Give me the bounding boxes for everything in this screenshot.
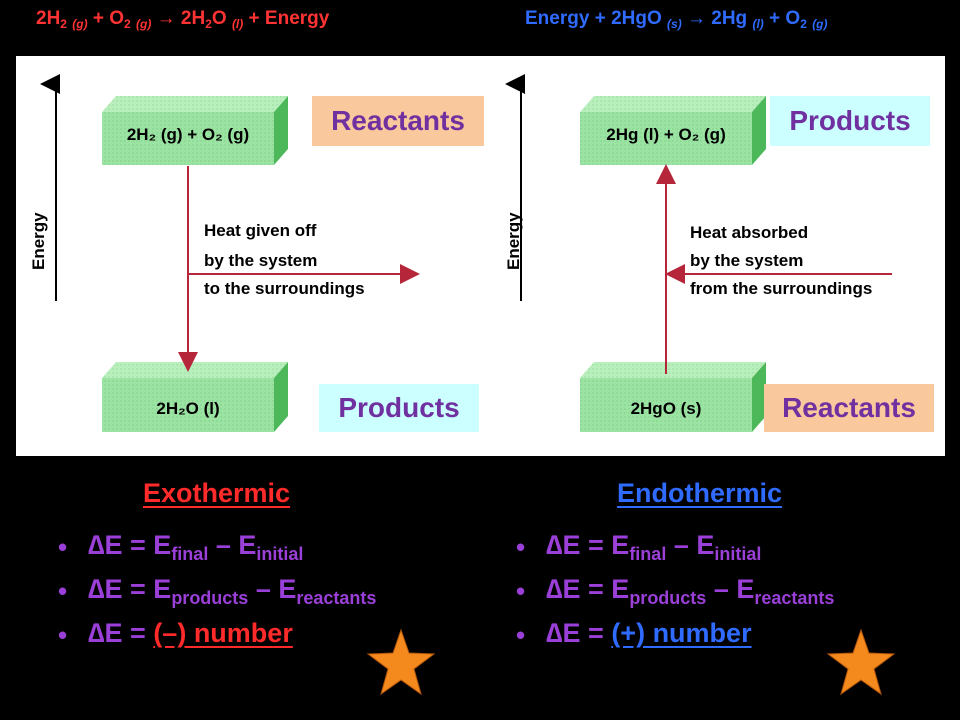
list-item: •∆E = Eproducts – Ereactants: [516, 574, 835, 608]
right-heat-text: Heat absorbed by the system from the sur…: [690, 223, 872, 298]
list-item: •∆E = (–) number: [58, 618, 293, 650]
left-bottom-box: 2H₂O (l): [102, 362, 288, 432]
list-item: •∆E = Efinal – Einitial: [58, 530, 304, 564]
bullet-marker: •: [58, 620, 68, 650]
positive-number-label: (+) number: [611, 618, 752, 648]
bullet-marker: •: [58, 532, 68, 562]
list-item: •∆E = (+) number: [516, 618, 752, 650]
bullet-marker: •: [516, 620, 526, 650]
exothermic-bullet-list: •∆E = Efinal – Einitial •∆E = Eproducts …: [58, 530, 376, 662]
energy-diagram-svg: Energy 2H₂ (g) + O₂ (g) 2H₂O (l) Heat gi…: [29, 74, 892, 432]
svg-text:2H₂ (g) + O₂ (g): 2H₂ (g) + O₂ (g): [127, 125, 249, 144]
svg-text:2HgO (s): 2HgO (s): [631, 399, 702, 418]
energy-diagram: Energy 2H₂ (g) + O₂ (g) 2H₂O (l) Heat gi…: [16, 56, 945, 456]
endothermic-title: Endothermic: [617, 478, 783, 508]
right-top-box: 2Hg (l) + O₂ (g): [580, 96, 766, 165]
bullet-marker: •: [58, 576, 68, 606]
right-bottom-box: 2HgO (s): [580, 362, 766, 432]
list-item: •∆E = Eproducts – Ereactants: [58, 574, 377, 608]
exothermic-title: Exothermic: [143, 478, 291, 508]
right-reactants-tag: Reactants: [764, 384, 934, 432]
bullet-marker: •: [516, 532, 526, 562]
left-reactants-tag: Reactants: [312, 96, 484, 146]
exothermic-equation: 2H2 (g) + O2 (g) → 2H2O (l) + Energy: [36, 8, 330, 31]
endothermic-equation: Energy + 2HgO (s) → 2Hg (l) + O2 (g): [525, 8, 828, 31]
star-icon: [366, 628, 436, 696]
endothermic-bullet-list: •∆E = Efinal – Einitial •∆E = Eproducts …: [516, 530, 834, 662]
svg-text:2H₂O (l): 2H₂O (l): [156, 399, 219, 418]
negative-number-label: (–) number: [153, 618, 293, 648]
left-top-box: 2H₂ (g) + O₂ (g): [102, 96, 288, 165]
svg-text:2Hg (l) + O₂ (g): 2Hg (l) + O₂ (g): [606, 125, 725, 144]
star-icon: [826, 628, 896, 696]
left-axis-label: Energy: [29, 212, 48, 270]
left-heat-text: Heat given off by the system to the surr…: [204, 221, 365, 298]
list-item: •∆E = Efinal – Einitial: [516, 530, 762, 564]
left-products-tag: Products: [319, 384, 479, 432]
right-products-tag: Products: [770, 96, 930, 146]
right-axis-label: Energy: [504, 212, 523, 270]
bullet-marker: •: [516, 576, 526, 606]
